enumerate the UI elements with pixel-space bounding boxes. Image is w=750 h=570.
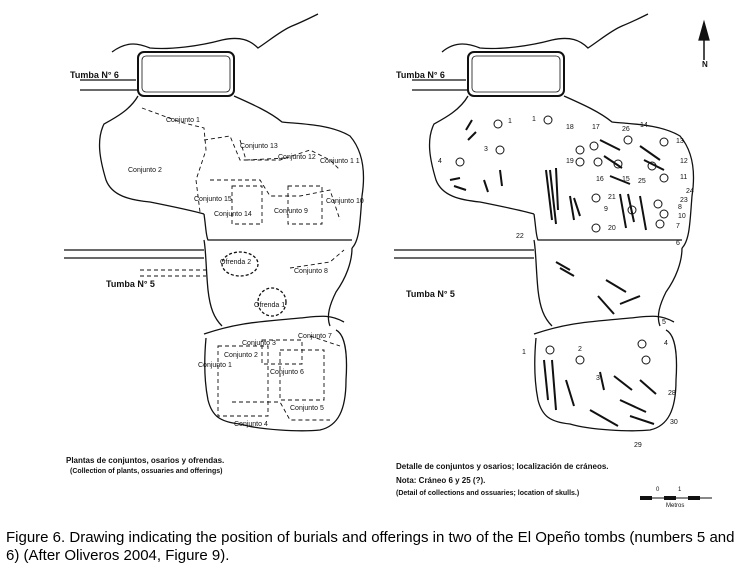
label-conjunto-9: Conjunto 9: [274, 208, 308, 215]
label-conjunto-12: Conjunto 12: [278, 154, 316, 161]
skull-number: 4: [438, 158, 442, 165]
skull-number: 29: [634, 442, 642, 449]
right-tomb6-label: Tumba N° 6: [396, 70, 445, 80]
skull-number: 28: [668, 390, 676, 397]
skull-number: 30: [670, 419, 678, 426]
skull-number: 19: [566, 158, 574, 165]
label-conjunto-6: Conjunto 6: [270, 369, 304, 376]
skull-number: 16: [596, 176, 604, 183]
skull-number: 23: [680, 197, 688, 204]
skull-number: 20: [608, 225, 616, 232]
skull-number: 15: [622, 176, 630, 183]
skull-number: 11: [680, 174, 688, 181]
label-conjunto-10: Conjunto 10: [326, 198, 364, 205]
right-caption-note: Nota: Cráneo 6 y 25 (?).: [396, 476, 486, 485]
label-conjunto-2: Conjunto 2: [128, 167, 162, 174]
left-tomb6-label: Tumba N° 6: [70, 70, 119, 80]
skull-number: 10: [678, 213, 686, 220]
scale-tick-1: 1: [678, 487, 682, 493]
label-conjunto-11: Conjunto 1 1: [320, 158, 360, 165]
north-label: N: [702, 60, 708, 69]
label-conjunto-5: Conjunto 5: [290, 405, 324, 412]
left-caption-en: (Collection of plants, ossuaries and off…: [70, 468, 223, 475]
label-conjunto-8: Conjunto 8: [294, 268, 328, 275]
label-ofrenda-1: Ofrenda 1: [254, 302, 286, 309]
skull-number: 1: [508, 118, 512, 125]
skull-number: 4: [664, 340, 668, 347]
label-conjunto-7: Conjunto 7: [298, 333, 332, 340]
left-plan-lines: [64, 13, 365, 432]
label-conjunto-1b: Conjunto 1: [198, 362, 232, 369]
skull-number: 18: [566, 124, 574, 131]
skull-number: 6: [676, 240, 680, 247]
skull-number: 14: [640, 122, 648, 129]
skull-number: 2: [578, 346, 582, 353]
skull-number: 24: [686, 188, 694, 195]
skull-number: 1: [522, 349, 526, 356]
skull-number: 5: [662, 319, 666, 326]
label-ofrenda-2: Ofrenda 2: [220, 259, 252, 266]
skull-number: 22: [516, 233, 524, 240]
skull-number: 13: [676, 138, 684, 145]
figure-caption: Figure 6. Drawing indicating the positio…: [6, 529, 735, 564]
label-conjunto-2b: Conjunto 2: [224, 352, 258, 359]
skull-number: 9: [604, 206, 608, 213]
left-tomb5-label: Tumba N° 5: [106, 279, 155, 289]
label-conjunto-1: Conjunto 1: [166, 117, 200, 124]
skull-number: 17: [592, 124, 600, 131]
label-conjunto-14: Conjunto 14: [214, 211, 252, 218]
skull-number: 8: [678, 204, 682, 211]
skull-number: 3: [484, 146, 488, 153]
label-conjunto-3: Conjunto 3: [242, 340, 276, 347]
right-caption-en: (Detail of collections and ossuaries; lo…: [396, 490, 580, 497]
label-conjunto-13: Conjunto 13: [240, 143, 278, 150]
skull-number: 7: [676, 223, 680, 230]
skull-number: 25: [638, 178, 646, 185]
skull-number: 1: [532, 116, 536, 123]
skull-number: 21: [608, 194, 616, 201]
right-plan-lines: [394, 13, 712, 500]
label-conjunto-15: Conjunto 15: [194, 196, 232, 203]
right-caption-es: Detalle de conjuntos y osarios; localiza…: [396, 462, 609, 471]
skull-number: 3: [596, 375, 600, 382]
skull-number: 26: [622, 126, 630, 133]
scale-tick-0: 0: [656, 487, 660, 493]
skull-number: 12: [680, 158, 688, 165]
right-tomb5-label: Tumba N° 5: [406, 289, 455, 299]
label-conjunto-4: Conjunto 4: [234, 421, 268, 428]
left-caption-es: Plantas de conjuntos, osarios y ofrendas…: [66, 456, 225, 465]
scale-label: Metros: [666, 503, 685, 509]
